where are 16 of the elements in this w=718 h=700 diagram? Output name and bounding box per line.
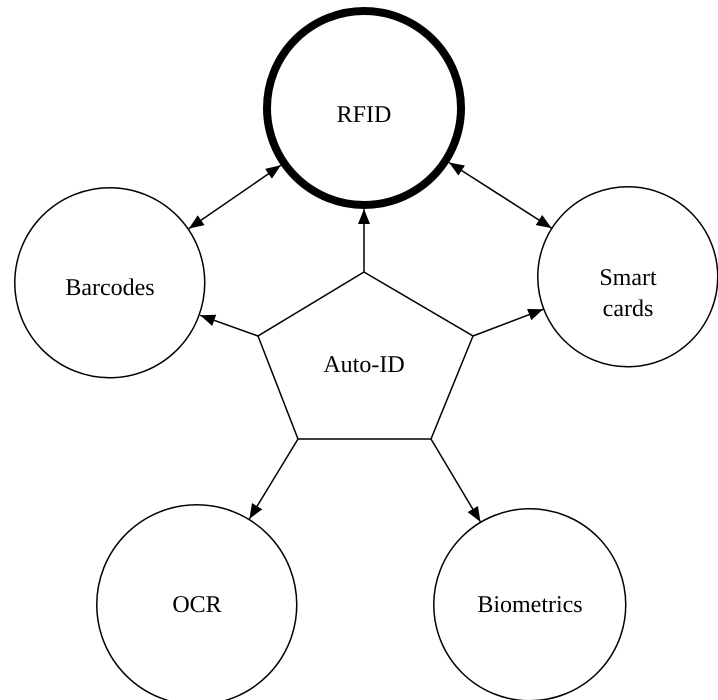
arrow [448, 162, 552, 229]
arrow [188, 164, 282, 230]
node-label: RFID [336, 100, 392, 130]
pentagon-node [257, 271, 474, 440]
arrow [248, 438, 299, 520]
arrow [430, 438, 482, 522]
node-label: OCR [171, 590, 223, 620]
node-label: Smart cards [598, 264, 658, 324]
arrow [472, 308, 544, 337]
node-label: Biometrics [476, 590, 584, 620]
circle-node [14, 187, 206, 379]
node-label: Auto-ID [322, 350, 406, 380]
node-label: Barcodes [64, 274, 156, 302]
arrow [358, 209, 370, 272]
arrow [200, 314, 258, 337]
circle-node [263, 7, 465, 209]
